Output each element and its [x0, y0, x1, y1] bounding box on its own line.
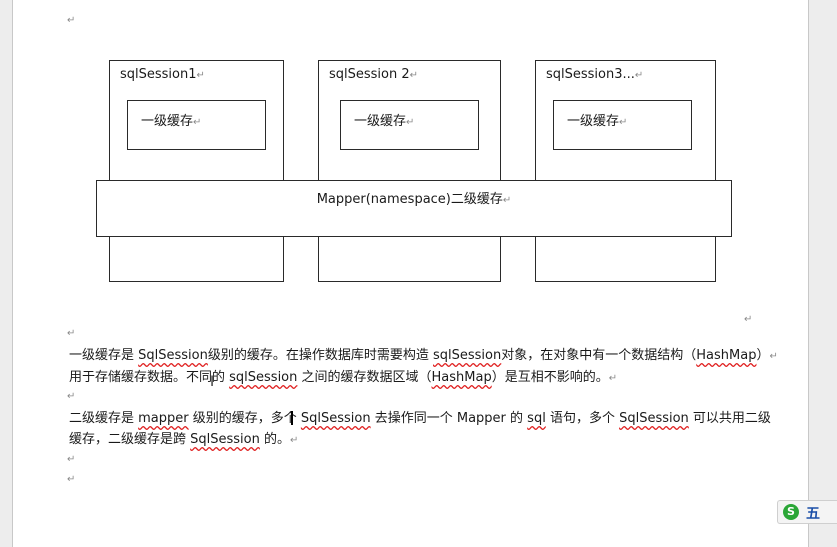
ime-status-bar[interactable]: S 五 — [777, 500, 837, 524]
document-page[interactable]: ↵ sqlSession1↵ 一级缓存↵ sqlSession 2↵ 一级缓存↵… — [12, 0, 809, 547]
paragraph-mark: ↵ — [67, 328, 76, 339]
paragraph-line: 缓存，二级缓存是跨 SqlSession 的。↵ — [69, 432, 299, 447]
first-level-cache-box: 一级缓存↵ — [127, 100, 266, 150]
first-level-cache-box: 一级缓存↵ — [340, 100, 479, 150]
session-title: sqlSession3... — [546, 67, 635, 82]
sql-session-box: sqlSession 2↵ 一级缓存↵ — [318, 60, 501, 282]
first-level-cache-box: 一级缓存↵ — [553, 100, 692, 150]
sogou-logo-icon[interactable]: S — [783, 504, 799, 520]
sql-session-box: sqlSession1↵ 一级缓存↵ — [109, 60, 284, 282]
first-level-cache-label: 一级缓存 — [567, 114, 620, 129]
paragraph-line: 用于存储缓存数据。不同的 sqlSession 之间的缓存数据区域（HashMa… — [69, 370, 618, 385]
first-level-cache-label: 一级缓存 — [141, 114, 194, 129]
paragraph-second-level-cache[interactable]: 二级缓存是 mapper 级别的缓存，多个 SqlSession 去操作同一个 … — [69, 408, 789, 451]
text-caret — [291, 411, 293, 425]
paragraph-mark: ↵ — [67, 15, 76, 26]
paragraph-mark: ↵ — [67, 454, 76, 465]
paragraph-mark: ↵ — [67, 391, 76, 402]
mouse-ibeam-cursor: I — [210, 374, 215, 390]
session-title: sqlSession 2 — [329, 67, 410, 82]
paragraph-line: 一级缓存是 SqlSession级别的缓存。在操作数据库时需要构造 sqlSes… — [69, 348, 778, 363]
first-level-cache-label: 一级缓存 — [354, 114, 407, 129]
mapper-second-level-cache-box: Mapper(namespace)二级缓存↵ — [96, 180, 732, 237]
paragraph-mark: ↵ — [744, 314, 753, 325]
paragraph-line: 二级缓存是 mapper 级别的缓存，多个 SqlSession 去操作同一个 … — [69, 411, 771, 426]
mapper-cache-label: Mapper(namespace)二级缓存 — [316, 192, 503, 207]
session-title: sqlSession1 — [120, 67, 197, 82]
paragraph-mark: ↵ — [67, 474, 76, 485]
ime-mode-wubi[interactable]: 五 — [806, 506, 820, 522]
paragraph-first-level-cache[interactable]: 一级缓存是 SqlSession级别的缓存。在操作数据库时需要构造 sqlSes… — [69, 345, 789, 389]
sql-session-box: sqlSession3...↵ 一级缓存↵ — [535, 60, 716, 282]
